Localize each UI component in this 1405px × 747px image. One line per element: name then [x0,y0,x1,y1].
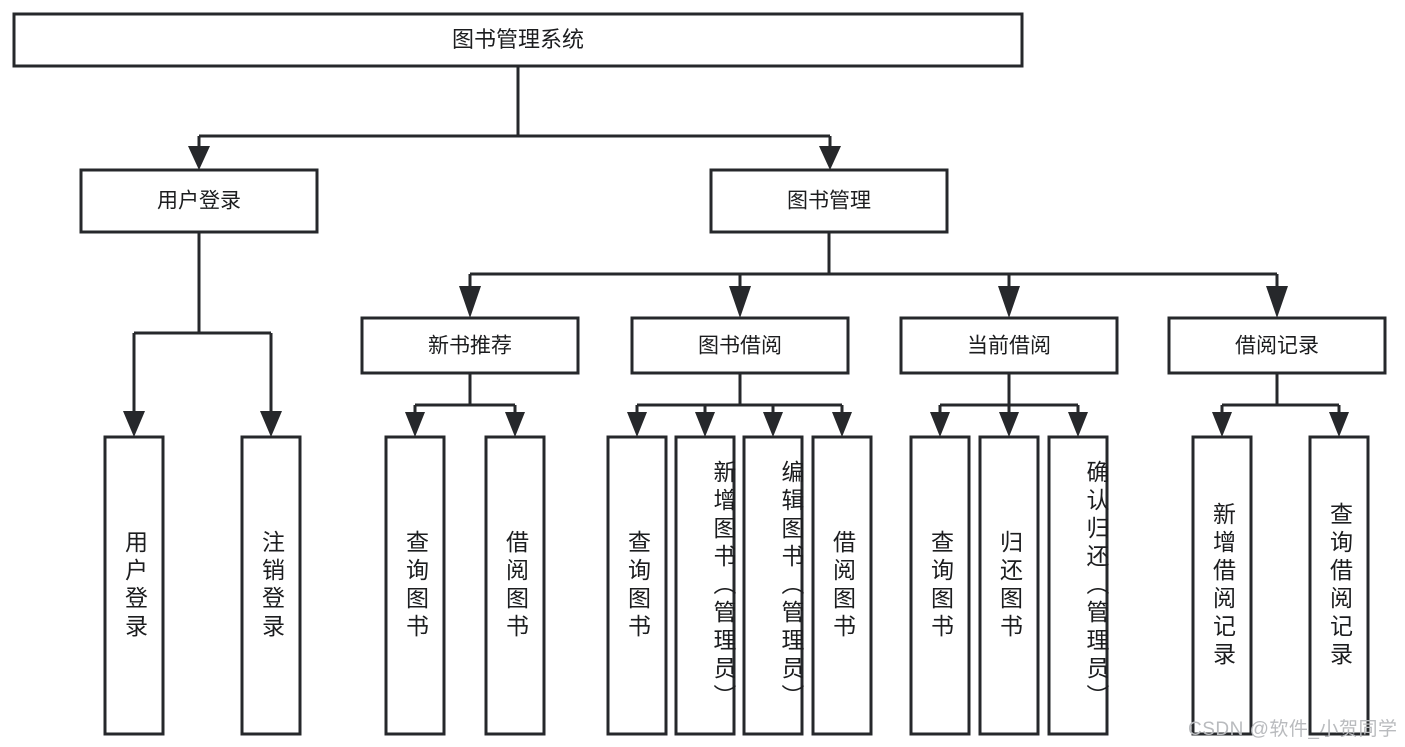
node-book-management[interactable]: 图书管理 [709,168,949,234]
connector-book-management-to-level3 [459,232,1288,318]
arrow-head-icon [627,412,647,437]
arrow-head-icon [405,412,425,437]
node-current-borrow[interactable]: 当前借阅 [899,316,1119,375]
arrow-head-icon [695,412,715,437]
leaf-label-return-book: 归还图书 [996,529,1023,642]
leaf-label-logout: 注销登录 [258,529,285,642]
leaf-box-query-book-cb[interactable] [909,435,971,736]
leaf-label-query-book-bb: 查询图书 [624,529,651,642]
leaf-box-add-record[interactable] [1191,435,1253,736]
arrow-head-icon [188,146,210,170]
node-new-book-recommend[interactable]: 新书推荐 [360,316,580,375]
connector-book-borrow-to-leaves [627,373,852,437]
leaf-box-user-login[interactable] [103,435,165,736]
arrow-head-icon [763,412,783,437]
arrow-head-icon [1266,286,1288,318]
root-label: 图书管理系统 [452,27,584,52]
arrow-head-icon [832,412,852,437]
arrow-head-icon [999,412,1019,437]
connector-new-book-to-leaves [405,373,525,437]
leaf-box-edit-book[interactable] [742,435,804,736]
arrow-head-icon [819,146,841,170]
book-borrow-box[interactable] [630,316,850,375]
leaf-label-query-book-cb: 查询图书 [927,529,954,642]
borrow-record-box[interactable] [1167,316,1387,375]
leaf-label-add-book: 新增图书（管理员） [710,459,736,712]
leaf-label-borrow-book-bb: 借阅图书 [829,529,856,642]
leaf-label-query-record: 查询借阅记录 [1326,501,1353,670]
arrow-head-icon [459,286,481,318]
arrow-head-icon [505,412,525,437]
watermark: CSDN @软件_小贺同学 [1188,719,1398,740]
arrow-head-icon [729,286,751,318]
new-book-recommend-box[interactable] [360,316,580,375]
borrow-record-label: 借阅记录 [1235,335,1319,358]
leaf-box-return-book[interactable] [978,435,1040,736]
node-root[interactable]: 图书管理系统 [12,12,1024,68]
connector-borrow-record-to-leaves [1212,373,1349,437]
connector-current-borrow-to-leaves [930,373,1088,437]
book-borrow-label: 图书借阅 [698,335,782,358]
leaf-label-query-book-nb: 查询图书 [402,529,429,642]
arrow-head-icon [998,286,1020,318]
current-borrow-label: 当前借阅 [967,335,1051,358]
leaf-label-user-login: 用户登录 [121,529,148,642]
arrow-head-icon [1068,412,1088,437]
arrow-head-icon [260,411,282,437]
arrow-head-icon [1212,412,1232,437]
leaf-box-query-record[interactable] [1308,435,1370,736]
leaf-box-add-book[interactable] [674,435,736,736]
leaf-box-confirm-return[interactable] [1047,435,1109,736]
new-book-recommend-label: 新书推荐 [428,335,512,358]
leaf-label-add-record: 新增借阅记录 [1209,501,1236,670]
node-borrow-record[interactable]: 借阅记录 [1167,316,1387,375]
leaf-label-borrow-book-nb: 借阅图书 [502,529,529,642]
node-user-login[interactable]: 用户登录 [79,168,319,234]
user-login-label: 用户登录 [157,190,241,213]
leaf-label-edit-book: 编辑图书（管理员） [778,459,804,712]
leaf-box-query-book-bb[interactable] [606,435,668,736]
leaf-label-confirm-return: 确认归还（管理员） [1083,459,1109,712]
book-management-box[interactable] [709,168,949,234]
leaf-box-query-book-nb[interactable] [384,435,446,736]
arrow-head-icon [123,411,145,437]
connector-root-to-level2 [188,66,841,170]
leaf-box-borrow-book-nb[interactable] [484,435,546,736]
leaf-box-logout[interactable] [240,435,302,736]
book-management-label: 图书管理 [787,190,871,213]
root-box[interactable] [12,12,1024,68]
node-book-borrow[interactable]: 图书借阅 [630,316,850,375]
leaf-box-borrow-book-bb[interactable] [811,435,873,736]
connector-user-login-to-leaves [123,232,282,437]
arrow-head-icon [1329,412,1349,437]
arrow-head-icon [930,412,950,437]
